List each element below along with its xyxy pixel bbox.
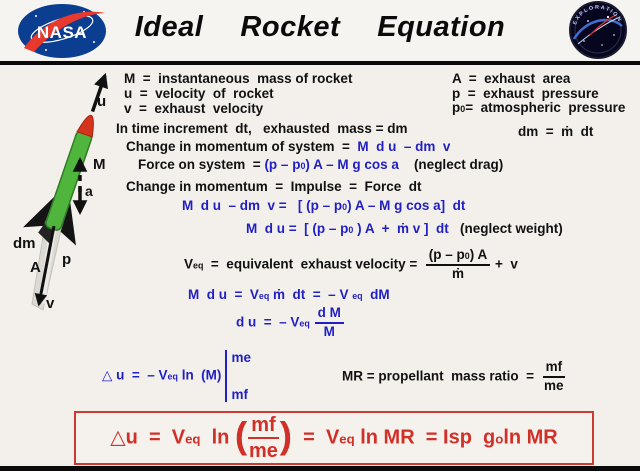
label-A: A [30,259,41,276]
eq-mdu-veq: M d u = Veq ṁ dt = – V eq dM [188,287,390,302]
exploration-logo-red-streak [589,14,617,36]
eq-force-on-system: Force on system = (p – p0) A – M g cos a… [138,157,504,172]
definition-exhaust-velocity: v = exhaust velocity [124,101,264,116]
eq-time-increment: In time increment dt, exhausted mass = d… [116,121,408,136]
label-M: M [93,156,106,173]
header: NASA Ideal Rocket Equation EXPLORATION [0,0,640,61]
label-dm: dm [13,235,36,252]
exploration-logo: EXPLORATION [569,1,627,59]
rocket-diagram: u M a dm A p v [13,72,108,312]
definition-atmospheric-pressure: p0= atmospheric pressure [452,100,626,115]
eq-momentum-change: Change in momentum of system = M d u – d… [126,139,451,154]
eq-equivalent-velocity: Veq = equivalent exhaust velocity = (p –… [184,247,518,281]
definition-pressure: p = exhaust pressure [452,86,599,101]
nose-cone [76,114,94,138]
label-a: a [85,183,93,199]
nasa-logo-swoosh [24,11,105,52]
exploration-logo-disc [569,1,627,59]
nasa-logo: NASA [18,4,106,58]
definition-velocity: u = velocity of rocket [124,86,274,101]
eq-momentum-impulse: M d u – dm v = [ (p – p0) A – M g cos a]… [182,198,466,213]
eq-dm-mdot-dt: dm = ṁ dt [518,124,594,139]
divider-top [0,61,640,65]
page-title: Ideal Rocket Equation [134,11,506,43]
label-p: p [62,251,71,268]
eq-impulse: Change in momentum = Impulse = Force dt [126,179,422,194]
exploration-logo-swoosh [572,18,623,40]
eq-neglect-weight: M d u = [ (p – p0 ) A + ṁ v ] dt (neglec… [246,221,563,236]
nasa-logo-text: NASA [37,23,87,42]
label-u: u [97,93,106,110]
divider-bottom [0,466,640,471]
definition-mass: M = instantaneous mass of rocket [124,71,353,86]
definition-area: A = exhaust area [452,71,571,86]
label-v: v [46,295,55,312]
velocity-arrow-u [90,72,108,113]
right-fin [60,201,76,246]
exhaust-arrow-v [34,225,56,307]
